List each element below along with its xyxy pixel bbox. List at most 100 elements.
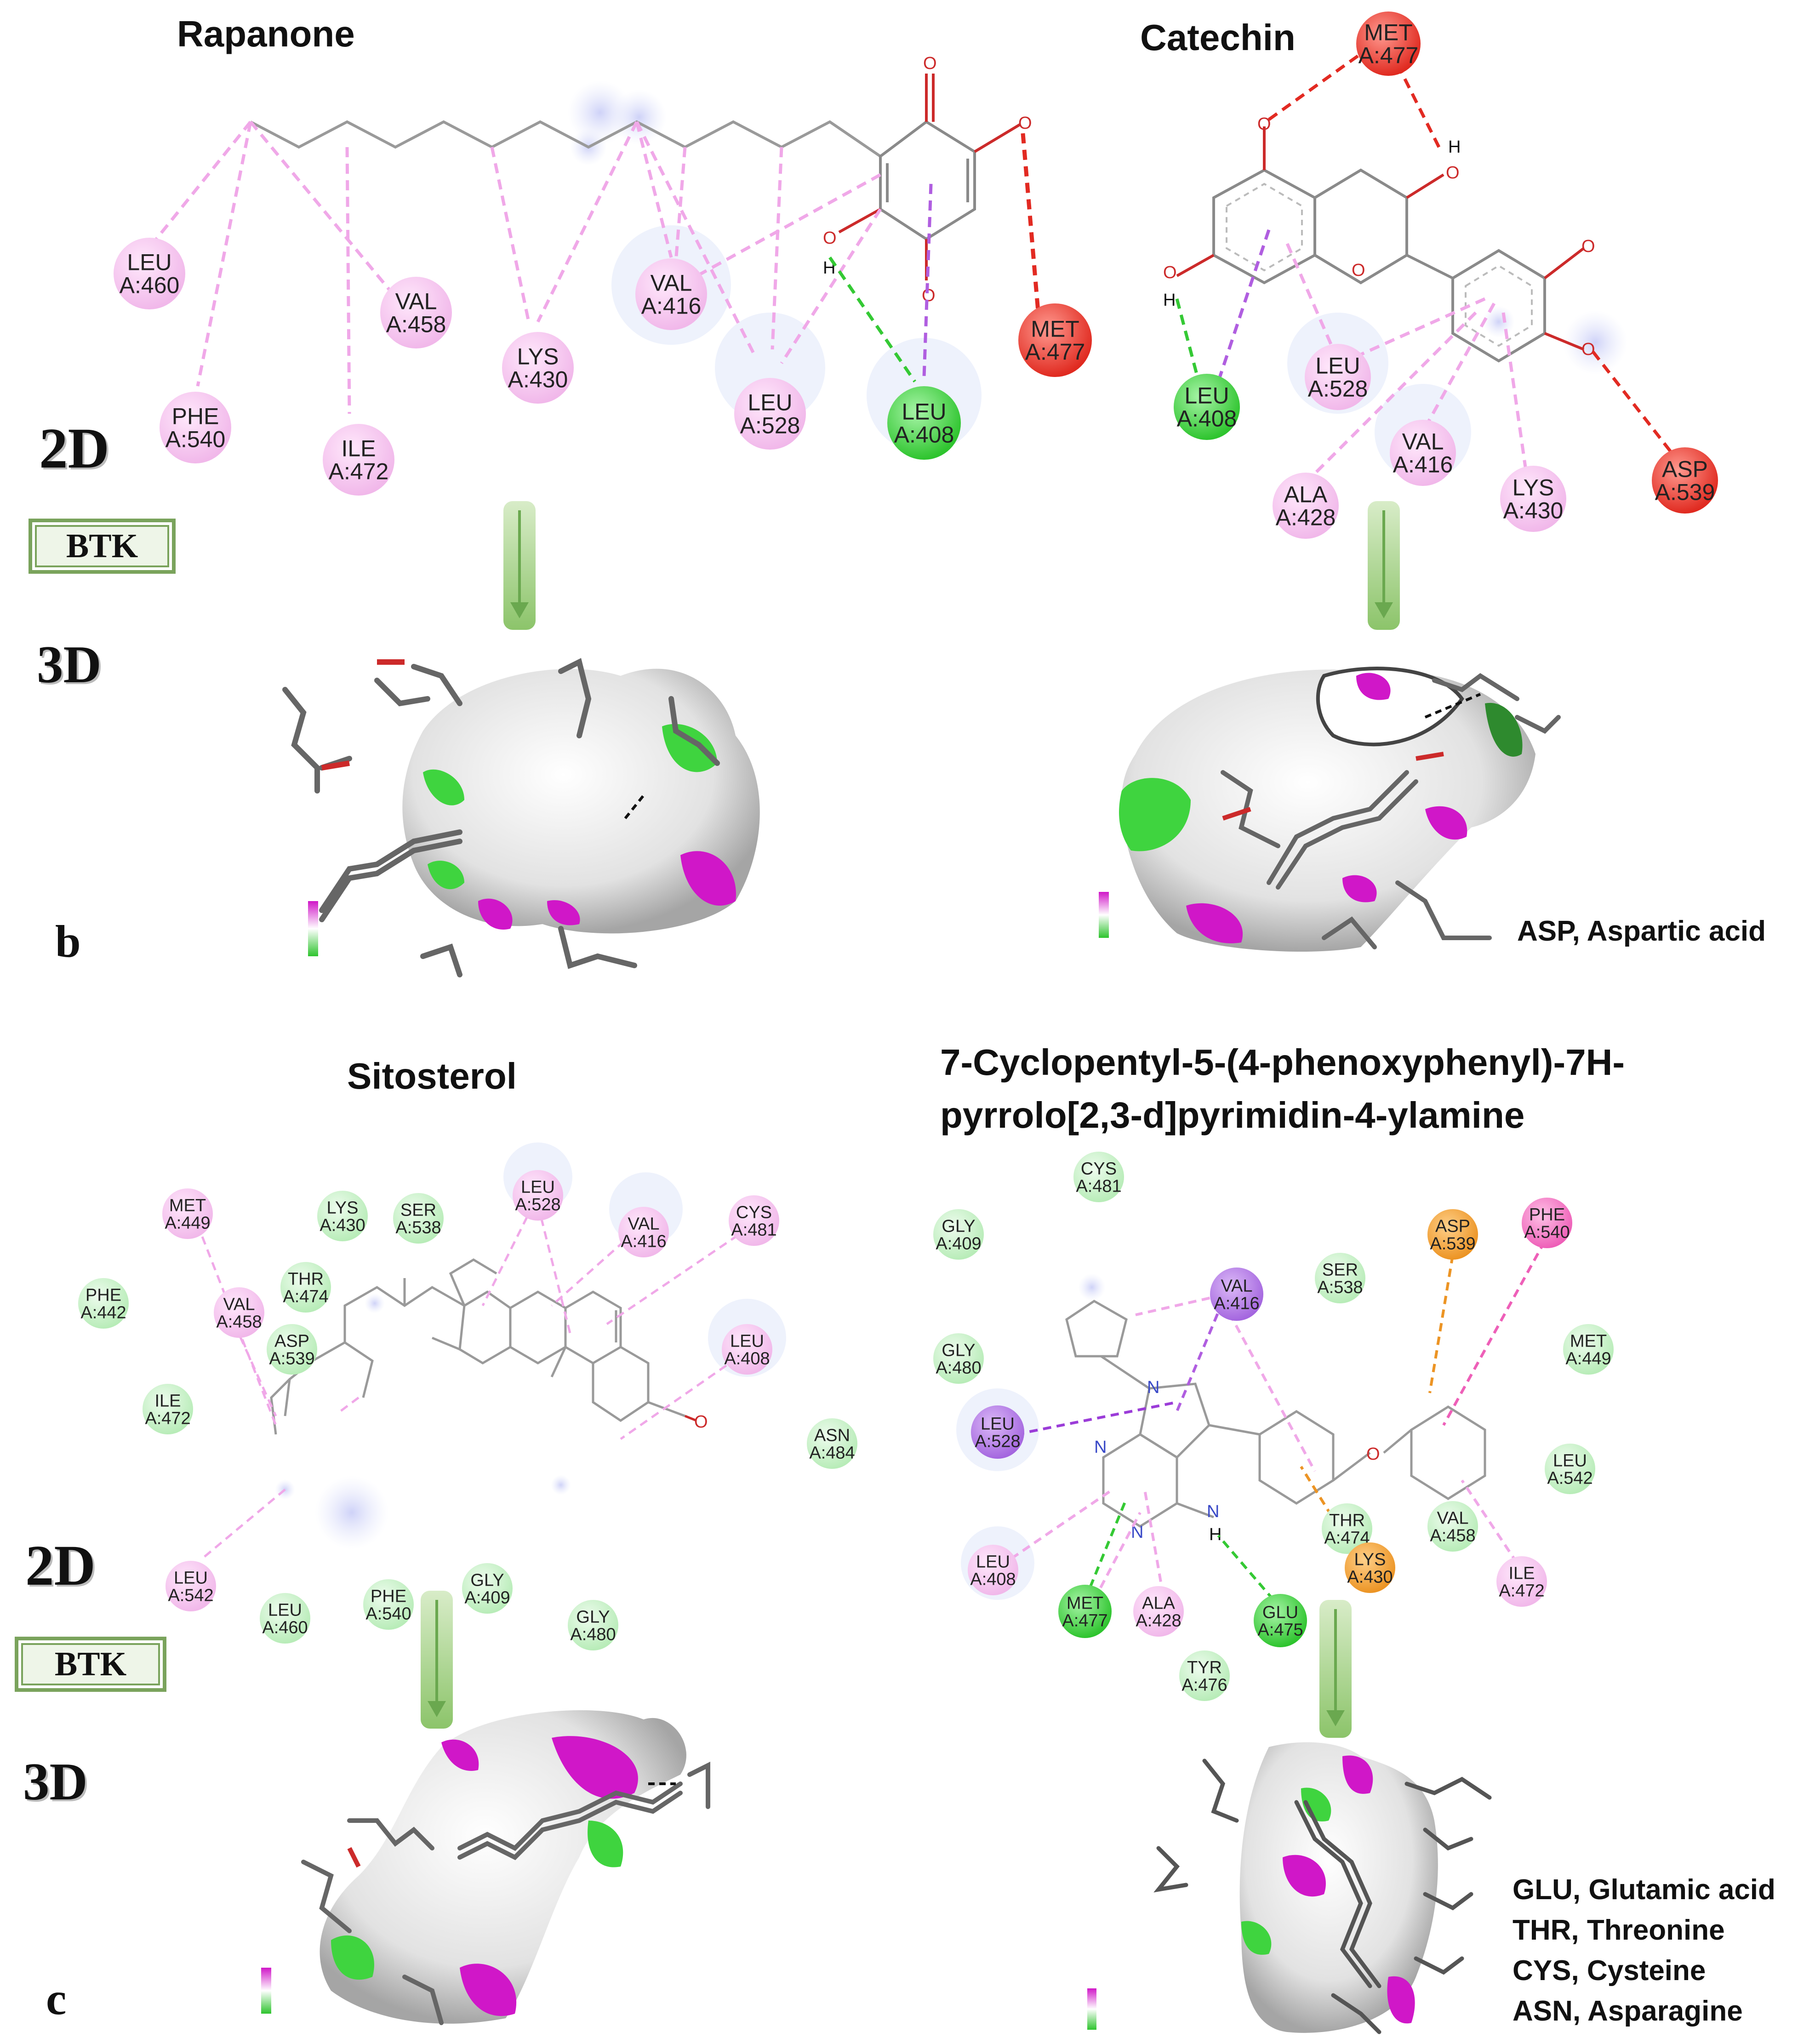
sitosterol-interactions — [201, 1204, 750, 1559]
residue-disc — [1210, 1268, 1263, 1321]
residue-number: A:408 — [894, 422, 954, 448]
residue-name: LYS — [1354, 1550, 1386, 1569]
residue-number: A:460 — [262, 1618, 308, 1637]
residue-disc — [323, 424, 394, 496]
residue-number: A:480 — [936, 1358, 981, 1377]
residue-name: ILE — [1508, 1564, 1535, 1583]
residue-disc — [1174, 374, 1240, 440]
residue-name: THR — [288, 1269, 324, 1289]
nitrogen-atom: N — [1147, 1378, 1159, 1397]
residue-disc — [260, 1593, 310, 1644]
catechin-2d: O O H O O H O O — [1163, 49, 1675, 480]
residue-number: A:528 — [515, 1195, 560, 1214]
residue-number: A:540 — [166, 427, 226, 452]
residue-number: A:472 — [145, 1409, 190, 1428]
residue-name: LEU — [174, 1568, 208, 1587]
compound-2d: N N N N H O — [956, 1240, 1546, 1601]
rapanone-interactions — [155, 120, 1041, 414]
residue-disc — [363, 1579, 414, 1630]
residue-name: LEU — [127, 250, 171, 275]
oxygen-atom: O — [1018, 114, 1032, 133]
residue-disc — [1315, 1253, 1365, 1303]
residue-disc — [635, 258, 707, 330]
residue-number: A:449 — [1565, 1349, 1611, 1368]
residue-number: A:430 — [1503, 498, 1564, 524]
residue-number: A:477 — [1358, 43, 1419, 69]
residue-disc — [1179, 1650, 1230, 1701]
residue-disc — [887, 386, 961, 460]
residue-number: A:428 — [1136, 1611, 1181, 1630]
residue-number: A:409 — [464, 1588, 510, 1607]
abbrev-thr: THR, Threonine — [1513, 1914, 1725, 1946]
residue-number: A:449 — [165, 1213, 210, 1233]
residue-name: VAL — [395, 289, 437, 314]
residue-disc — [1427, 1501, 1478, 1552]
residue-disc — [1273, 473, 1339, 539]
residue-disc — [933, 1209, 984, 1260]
residue-disc — [267, 1324, 317, 1375]
title-compound-line2: pyrrolo[2,3-d]pyrimidin-4-ylamine — [940, 1095, 1525, 1136]
label-3d-c: 3D — [23, 1753, 88, 1811]
residue-number: A:458 — [386, 312, 446, 337]
residue-disc — [1356, 11, 1421, 76]
residue-disc — [1073, 1152, 1124, 1202]
residue-disc — [380, 277, 452, 348]
residue-number: A:474 — [283, 1287, 328, 1306]
catechin-interactions — [1175, 49, 1675, 475]
btk-badge-c: BTK — [15, 1637, 166, 1692]
hydrogen-atom: H — [1448, 137, 1461, 157]
residue-disc — [317, 1191, 368, 1241]
residue-name: LEU — [1553, 1451, 1587, 1470]
residue-number: A:442 — [80, 1303, 126, 1322]
residue-number: A:458 — [216, 1312, 262, 1331]
residue-number: A:409 — [936, 1234, 981, 1253]
title-compound-line1: 7-Cyclopentyl-5-(4-phenoxyphenyl)-7H- — [940, 1042, 1625, 1083]
residue-name: LEU — [748, 390, 792, 416]
oxygen-atom: O — [923, 54, 937, 73]
residue-disc — [1390, 420, 1456, 486]
residue-name: TYR — [1187, 1658, 1222, 1677]
residue-disc — [1500, 466, 1566, 532]
oxygen-atom: O — [694, 1412, 708, 1432]
residue-number: A:430 — [1347, 1567, 1393, 1587]
residue-name: LYS — [1513, 475, 1554, 501]
residue-name: LEU — [1184, 383, 1229, 409]
residue-disc — [160, 392, 231, 463]
residue-disc — [968, 1545, 1018, 1595]
residue-disc — [1496, 1556, 1547, 1607]
residue-disc — [1254, 1594, 1307, 1647]
residue-number: A:539 — [1430, 1234, 1475, 1253]
hydrogen-atom: H — [1209, 1525, 1221, 1544]
residue-name: ASP — [1435, 1216, 1470, 1236]
residue-name: ILE — [341, 436, 376, 462]
btk-badge-b: BTK — [29, 519, 176, 574]
residue-disc — [1563, 1324, 1614, 1375]
residue-number: A:458 — [1430, 1526, 1475, 1545]
label-2d-b: 2D — [39, 417, 109, 480]
residue-number: A:428 — [1276, 505, 1336, 531]
residue-name: MET — [1067, 1593, 1103, 1613]
residue-number: A:539 — [269, 1349, 314, 1368]
